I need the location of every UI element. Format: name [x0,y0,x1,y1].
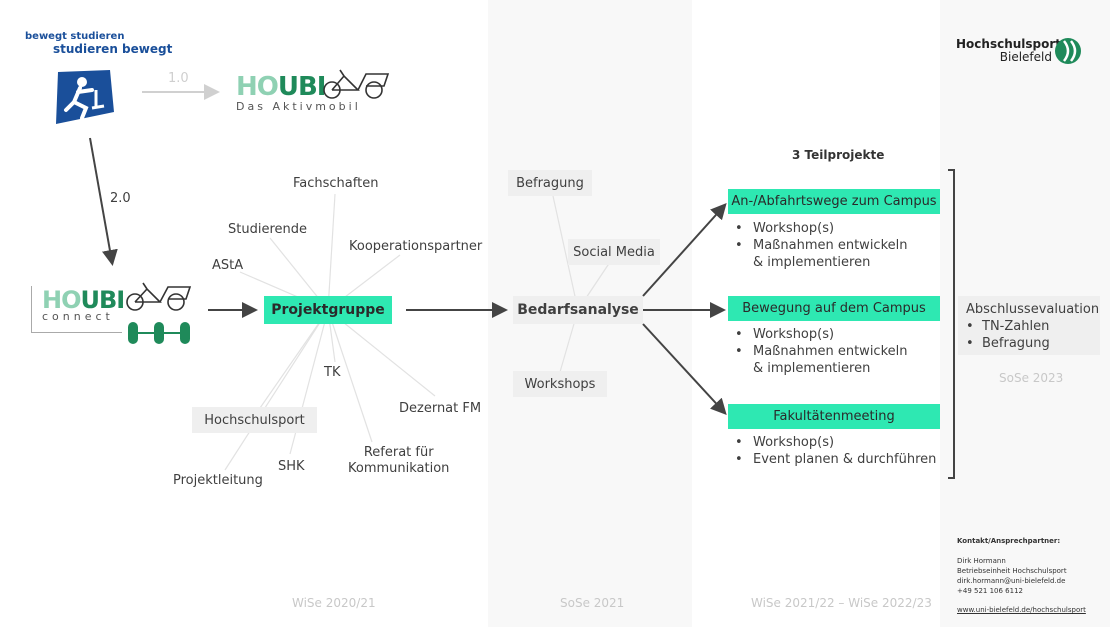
stakeholder-referat-line-1: Referat für [363,445,434,460]
cargo-bike-icon-2 [126,282,192,311]
method-social-media: Social Media [568,239,660,265]
stakeholder-dezernat-fm: Dezernat FM [399,401,482,416]
logo-hs-line-1: Hochschulsport [956,37,1062,51]
stakeholder-projektleitung: Projektleitung [173,473,263,488]
teilprojekt-2-title: Bewegung auf dem Campus [728,296,940,321]
stakeholder-kooperationspartner: Kooperationspartner [349,239,483,254]
bullet-dot: • [966,336,974,351]
contact-website-link[interactable]: www.uni-bielefeld.de/hochschulsport [957,606,1086,614]
stakeholder-tk: TK [324,365,341,380]
projektgruppe-box: Projektgruppe [264,296,392,324]
method-befragung: Befragung [508,170,592,196]
logo-bewegt-studieren: bewegt studieren studieren bewegt [25,31,172,56]
bullet-dot: • [735,452,743,467]
houbi2-ho: HO [42,286,81,314]
teilprojekt-2-bullet-1: Workshop(s) [753,327,835,342]
version-label-1: 1.0 [168,71,189,86]
logo-hochschulsport: Hochschulsport Bielefeld [956,37,1062,64]
logo-hs-line-2: Bielefeld [999,50,1052,64]
houbi-connect-logo: HOUBI connect [31,286,126,333]
evaluation-bullet-2: Befragung [982,336,1050,351]
bullet-dot: • [735,221,743,236]
stakeholder-hochschulsport: Hochschulsport [192,407,317,433]
stakeholder-shk: SHK [278,459,305,474]
stakeholder-studierende: Studierende [228,222,307,237]
bullet-dot: • [735,435,743,450]
phase-label-2: SoSe 2021 [560,596,625,610]
method-workshops: Workshops [513,371,607,397]
evaluation-phase: SoSe 2023 [999,371,1064,385]
stakeholder-asta: AStA [212,258,244,273]
houbi1-ho: HO [236,72,279,102]
contact-email[interactable]: dirk.hormann@uni-bielefeld.de [957,577,1066,585]
teilprojekt-2-bullet-3: & implementieren [753,361,871,376]
bullet-dot: • [735,238,743,253]
houbi1-subtitle: Das Aktivmobil [236,100,361,113]
teilprojekte-title: 3 Teilprojekte [792,148,885,162]
hochschulsport-swoosh-icon [1055,38,1081,64]
contact-heading: Kontakt/Ansprechpartner: [957,537,1061,545]
logo-line-1: bewegt studieren [25,31,125,42]
teilprojekt-1-bullets: • Workshop(s) • Maßnahmen entwickeln & imp… [735,220,908,271]
bullet-dot: • [735,327,743,342]
evaluation-title: Abschlussevaluation [966,302,1100,317]
houbi-aktivmobil-logo: HOUBI Das Aktivmobil [236,72,361,113]
bedarfsanalyse-box: Bedarfsanalyse [513,296,643,324]
version-label-2: 2.0 [110,191,131,206]
contact-phone: +49 521 106 6112 [957,587,1023,595]
phase-label-1: WiSe 2020/21 [292,596,376,610]
cargo-bike-icon [323,69,390,99]
connect-pills-icon [128,322,190,344]
contact-unit: Betriebseinheit Hochschulsport [957,567,1067,575]
bullet-dot: • [966,319,974,334]
runner-icon [56,70,114,124]
stakeholder-referat: Referat für Kommunikation [348,445,449,477]
evaluation-bullet-1: TN-Zahlen [982,319,1050,334]
contact-name: Dirk Hormann [957,557,1006,565]
logo-line-2: studieren bewegt [53,42,173,56]
houbi2-subtitle: connect [42,310,114,323]
teilprojekt-3-title: Fakultätenmeeting [728,404,940,429]
teilprojekt-1-bullet-1: Workshop(s) [753,221,835,236]
teilprojekt-2-bullets: • Workshop(s) • Maßnahmen entwickeln & imp… [735,326,908,377]
stakeholder-fachschaften: Fachschaften [293,176,379,191]
teilprojekt-3-bullet-2: Event planen & durchführen [753,452,937,467]
teilprojekt-1-title: An-/Abfahrtswege zum Campus [728,189,940,214]
phase-label-3: WiSe 2021/22 – WiSe 2022/23 [751,596,932,610]
stakeholder-referat-line-2: Kommunikation [348,461,450,476]
houbi2-ubi: UBI [80,286,126,314]
bullet-dot: • [735,344,743,359]
teilprojekt-1-bullet-2: Maßnahmen entwickeln [753,238,908,253]
teilprojekt-2-bullet-2: Maßnahmen entwickeln [753,344,908,359]
houbi1-ubi: UBI [277,72,327,102]
evaluation-box: Abschlussevaluation • TN-Zahlen • Befragun… [958,296,1100,355]
teilprojekt-3-bullet-1: Workshop(s) [753,435,835,450]
teilprojekt-3-bullets: • Workshop(s) • Event planen & durchführen [735,434,936,468]
teilprojekt-1-bullet-3: & implementieren [753,255,871,270]
